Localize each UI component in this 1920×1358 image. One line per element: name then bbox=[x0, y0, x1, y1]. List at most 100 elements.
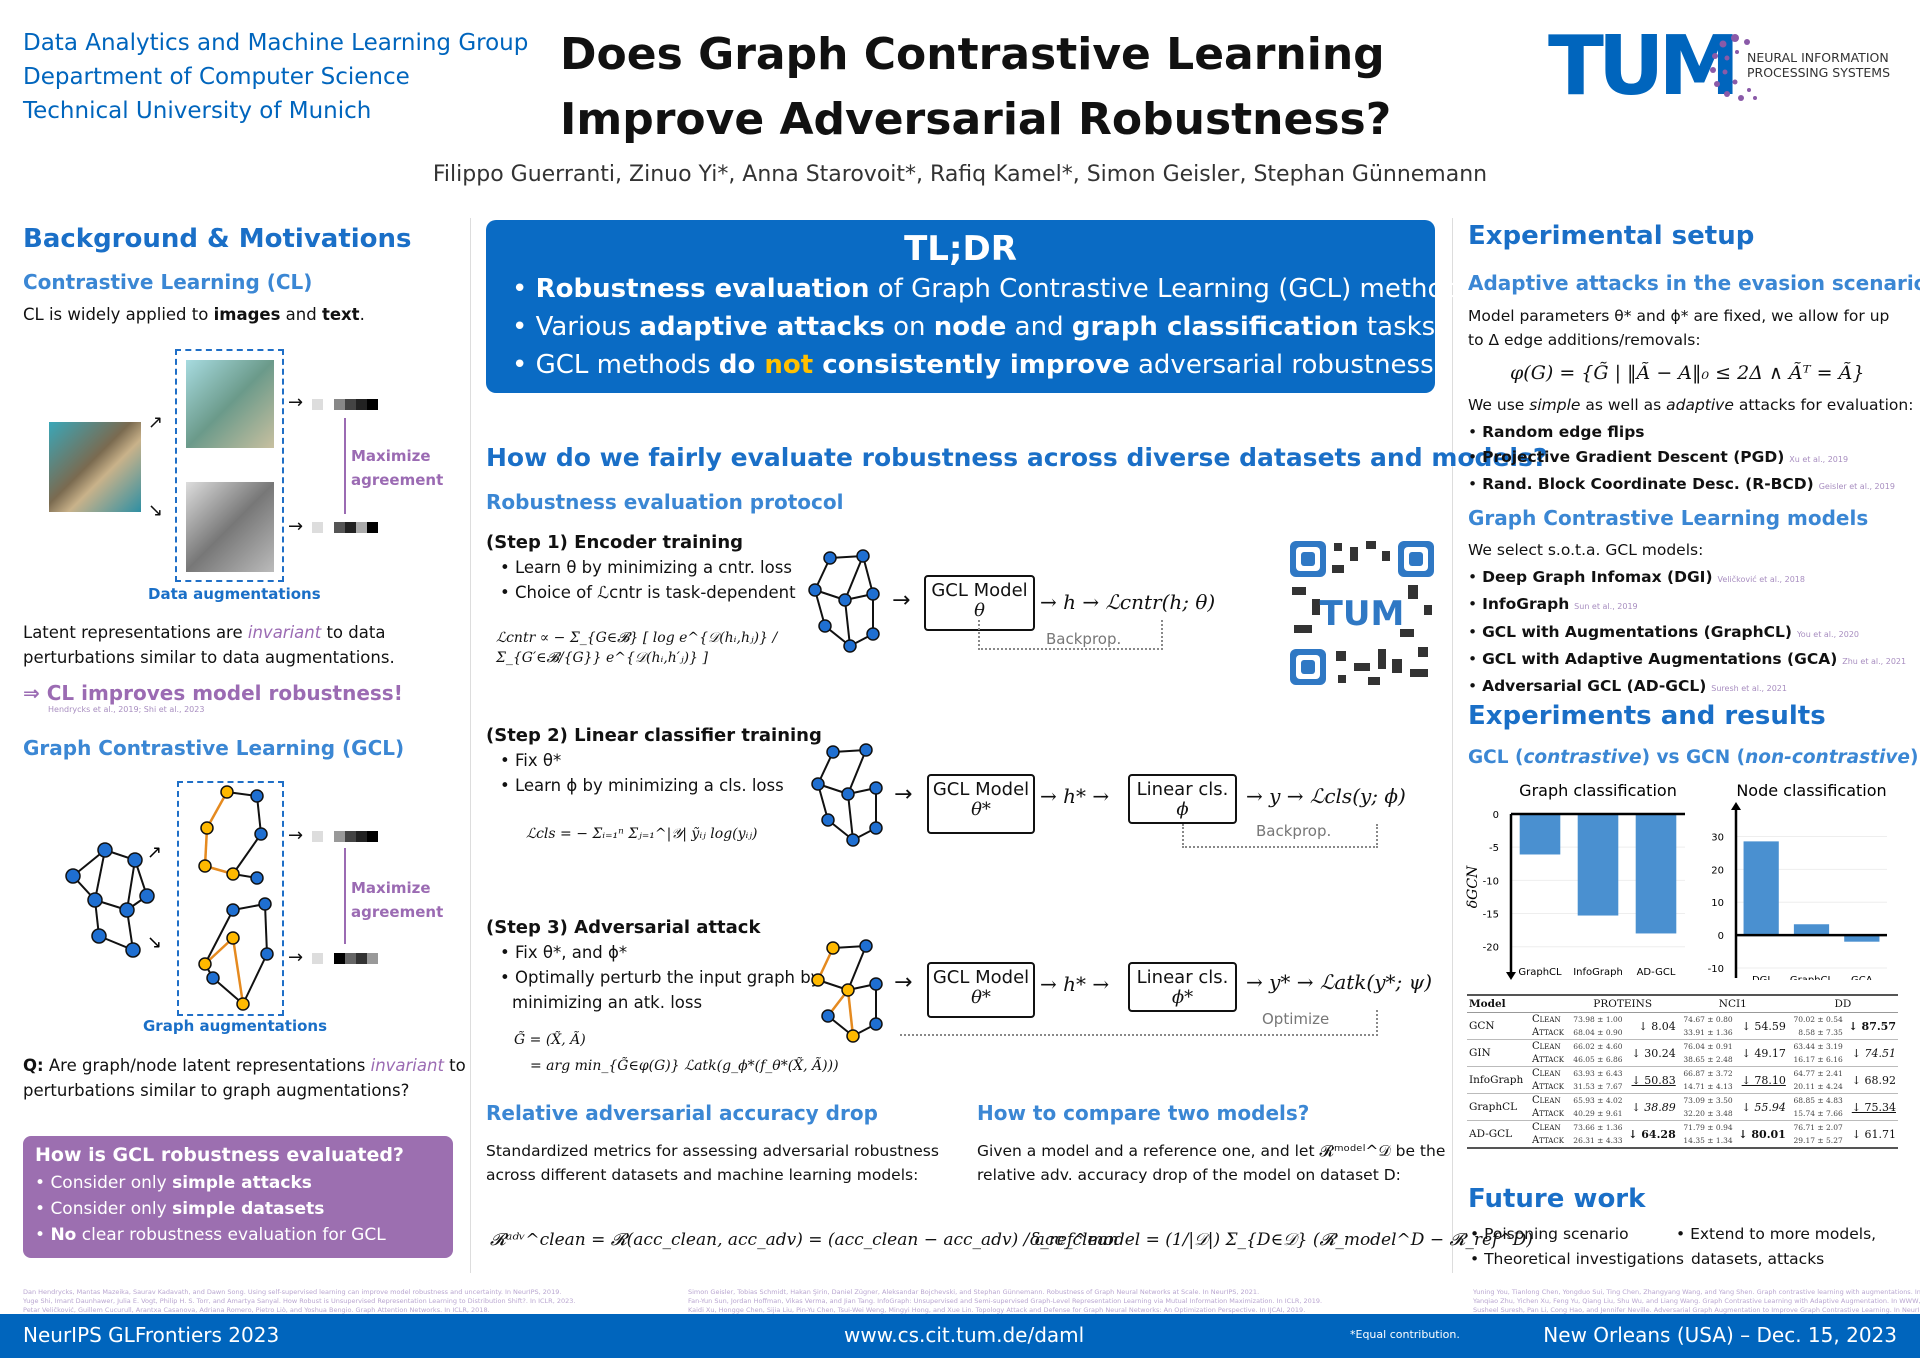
compare-text: Given a model and a reference one, and l… bbox=[977, 1142, 1446, 1184]
accuracy-drop: ↓ 75.34 bbox=[1851, 1100, 1896, 1114]
cl-text: CL is widely applied to images and text. bbox=[23, 305, 365, 324]
affiliation: Data Analytics and Machine Learning Grou… bbox=[23, 30, 529, 124]
section-title-future: Future work bbox=[1468, 1184, 1646, 1214]
bar-gca bbox=[1844, 935, 1880, 942]
list-item: GCL with Augmentations (GraphCL) You et … bbox=[1468, 620, 1906, 647]
maximize-arrow-icon bbox=[344, 848, 346, 944]
bar-graphcl bbox=[1519, 814, 1561, 855]
accuracy-drop: ↓ 64.28 bbox=[1628, 1127, 1676, 1141]
subsection-protocol: Robustness evaluation protocol bbox=[486, 490, 844, 514]
model-name: GIN bbox=[1469, 1047, 1491, 1059]
citation: Hendrycks et al., 2019; Shi et al., 2023 bbox=[48, 705, 205, 714]
compare-formula: δ_ref^model = (1/|𝒟|) Σ_{D∈𝒟} (𝓡_model^D… bbox=[1030, 1230, 1533, 1250]
y-tick-label: -10 bbox=[1483, 876, 1499, 887]
subsection-compare: How to compare two models? bbox=[977, 1101, 1310, 1125]
y-tick-label: -5 bbox=[1489, 843, 1499, 854]
step2-output: → y → ℒcls(y; ϕ) bbox=[1246, 784, 1406, 808]
x-tick-label: GraphCL bbox=[1790, 975, 1834, 980]
list-item: No clear robustness evaluation for GCL bbox=[35, 1222, 441, 1248]
footer-note: *Equal contribution. bbox=[1350, 1328, 1460, 1341]
tldr-item: GCL methods do not consistently improve … bbox=[512, 346, 1442, 384]
arrow-icon: → bbox=[894, 782, 913, 807]
relative-drop-formula: 𝓡ᵃᵈᵛ^clean = 𝓡(acc_clean, acc_adv) = (ac… bbox=[490, 1230, 1119, 1250]
x-tick-label: DGI bbox=[1752, 975, 1770, 980]
accuracy-drop: ↓ 78.10 bbox=[1741, 1073, 1786, 1087]
step2: (Step 2) Linear classifier training Fix … bbox=[486, 723, 822, 798]
arrow-icon: ↘ bbox=[148, 500, 164, 521]
relative-drop-text: Standardized metrics for assessing adver… bbox=[486, 1142, 939, 1184]
attacks-intro: We use simple as well as adaptive attack… bbox=[1468, 396, 1914, 414]
backprop-label: Backprop. bbox=[1046, 630, 1122, 648]
tldr-box: TL;DR Robustness evaluation of Graph Con… bbox=[486, 220, 1482, 393]
footer-url[interactable]: www.cs.cit.tum.de/daml bbox=[844, 1323, 1085, 1347]
qr-code[interactable]: TUM bbox=[1288, 539, 1436, 687]
y-tick-label: 10 bbox=[1711, 898, 1724, 909]
subsection-relative-drop: Relative adversarial accuracy drop bbox=[486, 1101, 878, 1125]
model-list: Deep Graph Infomax (DGI) Veličković et a… bbox=[1468, 565, 1906, 701]
accuracy-drop: ↓ 87.57 bbox=[1848, 1019, 1897, 1033]
data-augmentations-label: Data augmentations bbox=[148, 585, 321, 603]
accuracy-drop: ↓ 68.92 bbox=[1851, 1073, 1896, 1087]
accuracy-drop: ↓ 61.71 bbox=[1851, 1127, 1896, 1141]
linear-classifier-box: Linear cls.ϕ bbox=[1128, 774, 1237, 824]
list-item: Consider only simple datasets bbox=[35, 1196, 441, 1222]
subsection-gcl: Graph Contrastive Learning (GCL) bbox=[23, 736, 405, 760]
x-tick-label: InfoGraph bbox=[1573, 967, 1623, 978]
input-graph bbox=[808, 549, 880, 653]
optimize-label: Optimize bbox=[1262, 1010, 1330, 1028]
embedding-vector bbox=[312, 953, 378, 964]
x-tick-label: GraphCL bbox=[1518, 967, 1562, 978]
neurips-logo: NEURAL INFORMATION PROCESSING SYSTEMS bbox=[1705, 28, 1900, 108]
x-tick-label: GCA bbox=[1851, 975, 1873, 980]
classification-loss-formula: ℒcls = − Σᵢ₌₁ⁿ Σⱼ₌₁^|𝒴| ỹᵢⱼ log(yᵢⱼ) bbox=[526, 826, 758, 842]
svg-text:TUM: TUM bbox=[1320, 594, 1405, 634]
y-tick-label: -20 bbox=[1483, 943, 1499, 954]
axis-arrow-icon bbox=[1731, 802, 1741, 810]
y-axis-label: δGCN bbox=[1465, 865, 1481, 908]
graph-augmentations-label: Graph augmentations bbox=[143, 1017, 328, 1035]
attack-list: Random edge flips Projective Gradient De… bbox=[1468, 420, 1895, 500]
node-classification-chart: Node classification3020100-10DGIGraphCLG… bbox=[1708, 781, 1887, 980]
references: Simon Geisler, Tobias Schmidt, Hakan Şir… bbox=[688, 1288, 1323, 1314]
accuracy-drop: ↓ 49.17 bbox=[1741, 1046, 1786, 1060]
step3: (Step 3) Adversarial attack Fix θ*, and … bbox=[486, 915, 821, 1015]
adaptive-text: Model parameters θ* and ϕ* are fixed, we… bbox=[1468, 307, 1890, 349]
accuracy-drop: ↓ 38.89 bbox=[1631, 1100, 1676, 1114]
bar-dgi bbox=[1743, 841, 1779, 936]
arrow-icon: ↗ bbox=[148, 412, 164, 433]
graph-augmentations-box bbox=[177, 781, 284, 1016]
future-list: Extend to more models, datasets, attacks bbox=[1676, 1222, 1876, 1271]
y-tick-label: -10 bbox=[1708, 964, 1724, 975]
data-augmentations-box bbox=[175, 349, 284, 582]
list-item: Deep Graph Infomax (DGI) Veličković et a… bbox=[1468, 565, 1906, 592]
column-header: Model bbox=[1469, 998, 1506, 1010]
poster-title: Does Graph Contrastive Learning Improve … bbox=[560, 29, 1392, 145]
original-cat-image bbox=[49, 422, 141, 512]
svg-text:↘: ↘ bbox=[147, 932, 162, 953]
list-item: GCL with Adaptive Augmentations (GCA) Zh… bbox=[1468, 647, 1906, 674]
step1-output: → h → ℒcntr(h; θ) bbox=[1040, 590, 1216, 614]
arrow-icon: → bbox=[288, 825, 304, 846]
subsection-adaptive: Adaptive attacks in the evasion scenario bbox=[1468, 271, 1920, 295]
column-divider bbox=[470, 218, 471, 1273]
bar-ad-gcl bbox=[1635, 814, 1677, 934]
augmented-cat-image-color bbox=[186, 360, 274, 448]
gcl-figure: ↗↘ bbox=[65, 785, 274, 1011]
